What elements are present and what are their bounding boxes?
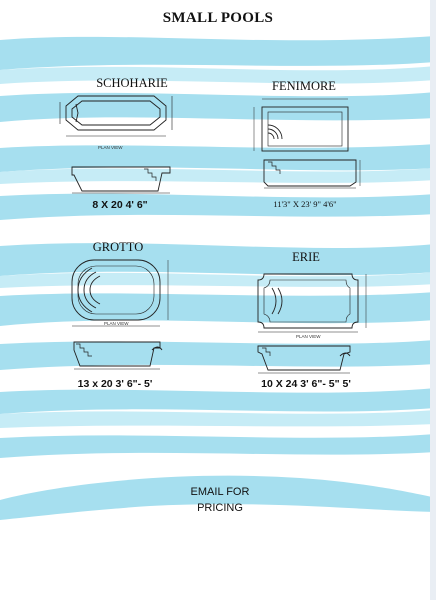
contact-line-1: EMAIL FOR [190, 486, 250, 498]
schoharie-side-view-drawing [71, 166, 171, 194]
erie-plan-label: PLAN VIEW [296, 334, 321, 339]
grotto-dimensions: 13 x 20 3' 6"- 5' [77, 378, 153, 390]
erie-side-view-drawing [257, 345, 351, 374]
fenimore-side-view-drawing [263, 159, 361, 189]
fenimore-plan-view-drawing [253, 98, 349, 152]
schoharie-plan-view-drawing [59, 95, 173, 137]
erie-dimensions: 10 X 24 3' 6"- 5" 5' [261, 378, 351, 390]
erie-plan-view-drawing [257, 273, 367, 333]
schoharie-plan-label: PLAN VIEW [98, 145, 123, 150]
pool-name-fenimore: FENIMORE [272, 79, 336, 93]
pool-name-erie: ERIE [292, 250, 320, 264]
page-title: SMALL POOLS [162, 10, 274, 26]
email-for-pricing-note: EMAIL FOR PRICING [150, 484, 290, 516]
grotto-side-view-drawing [73, 341, 163, 370]
grotto-plan-view-drawing [71, 259, 169, 327]
pool-name-schoharie: SCHOHARIE [96, 76, 168, 90]
pool-name-grotto: GROTTO [92, 240, 144, 254]
schoharie-dimensions: 8 X 20 4' 6" [92, 199, 148, 211]
contact-line-2: PRICING [197, 502, 243, 514]
fenimore-dimensions: 11'3" X 23' 9" 4'6" [273, 199, 337, 209]
scan-right-margin [430, 0, 436, 600]
grotto-plan-label: PLAN VIEW [104, 321, 129, 326]
